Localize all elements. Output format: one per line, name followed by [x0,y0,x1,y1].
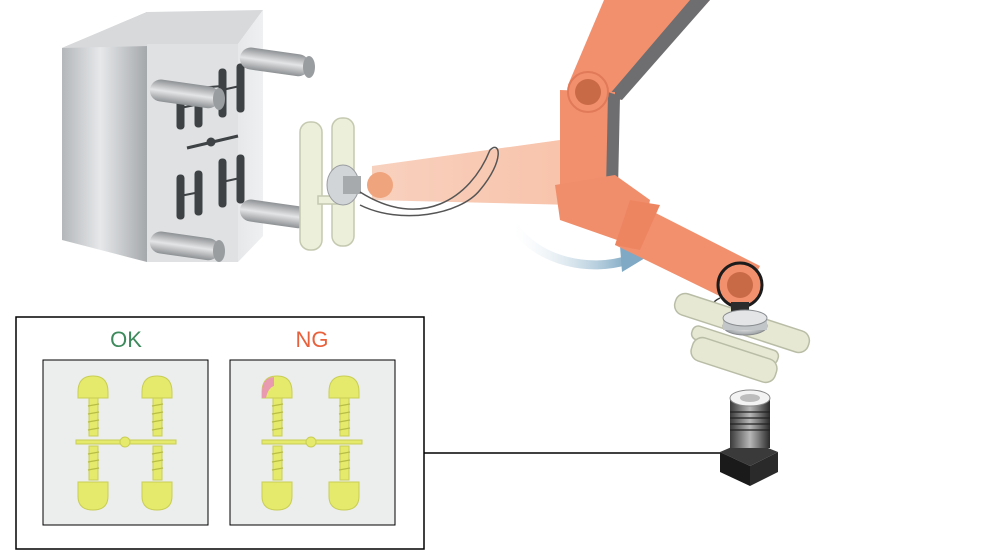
defect-mark [262,377,274,398]
gripper [673,292,811,384]
rotation-arrow-head [620,246,645,272]
ng-sample-panel [229,359,396,526]
mold-top [62,10,263,48]
rotation-arrow [510,223,633,270]
inspection-camera [720,389,778,486]
ng-part-image [261,375,363,511]
ok-part-image [75,375,177,511]
mold-block [62,10,315,262]
ok-label: OK [110,327,142,352]
mold-side [62,12,147,262]
robot-arm [555,0,764,316]
robot-arm-ghost [299,117,575,251]
inspection-result-panel [15,316,425,550]
ng-label: NG [295,327,329,352]
ok-sample-panel [42,359,209,526]
